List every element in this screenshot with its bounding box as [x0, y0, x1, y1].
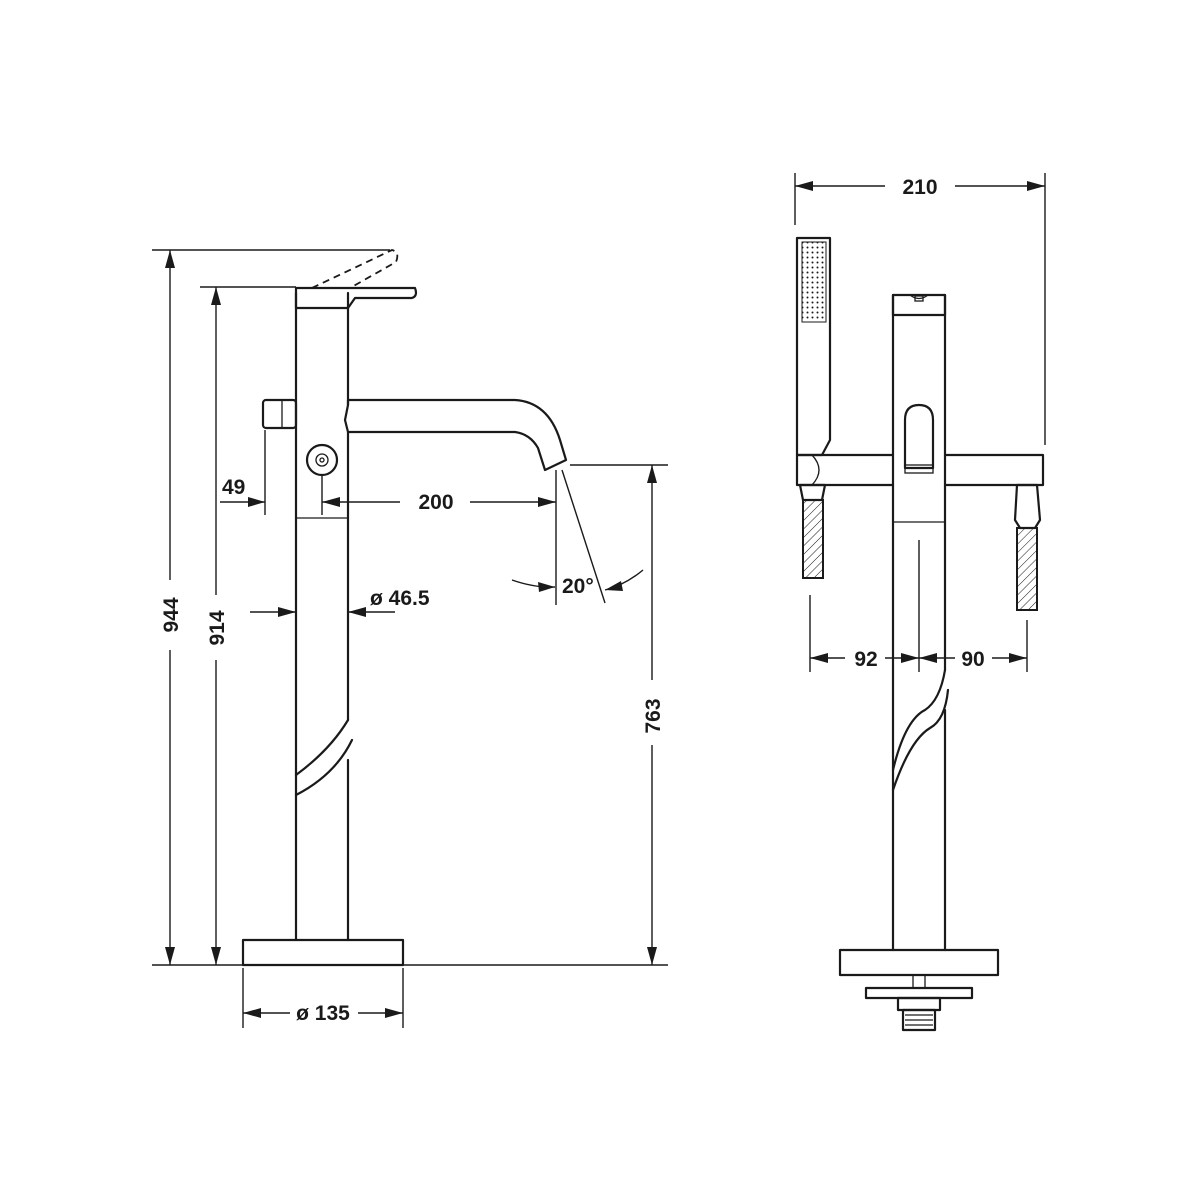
front-crossbar — [795, 453, 1045, 487]
spout-reach-label: 200 — [418, 491, 453, 514]
side-spout — [343, 398, 568, 472]
side-view: 944 914 763 49 — [152, 249, 668, 1028]
front-right-hose — [1013, 483, 1042, 611]
dim-spout-height: 914 — [200, 286, 296, 965]
front-base-plate — [838, 948, 1000, 977]
dim-diverter-offset: 49 — [220, 430, 266, 515]
dim-spout-angle: 20° — [511, 469, 644, 604]
dim-total-height: 944 — [152, 249, 390, 966]
dim-outlet-height: 763 — [403, 464, 668, 966]
spout-angle-label: 20° — [562, 575, 594, 598]
dim-hose-offsets: 92 90 — [809, 540, 1028, 672]
dim-column-diameter: ø 46.5 — [250, 587, 430, 617]
side-lever-handle — [294, 286, 418, 310]
front-spout-outlet — [903, 403, 935, 474]
left-holder-offset-label: 92 — [854, 648, 877, 671]
side-column — [294, 291, 354, 942]
side-button-icon — [305, 443, 339, 477]
front-column — [891, 293, 950, 952]
diverter-offset-label: 49 — [222, 476, 245, 499]
spout-height-label: 914 — [206, 610, 229, 645]
side-lever-raised-dashed — [311, 249, 399, 289]
base-diameter-label: ø 135 — [296, 1002, 350, 1025]
column-diameter-label: ø 46.5 — [370, 587, 430, 610]
front-hand-shower — [795, 236, 832, 457]
front-waste-fitting — [864, 974, 974, 1032]
front-lever — [891, 293, 947, 317]
overall-width-label: 210 — [902, 176, 937, 199]
side-diverter-knob — [261, 398, 298, 430]
side-base-plate — [241, 938, 405, 967]
dim-overall-width: 210 — [794, 173, 1046, 445]
front-view: 210 92 90 — [794, 173, 1046, 1032]
right-holder-offset-label: 90 — [961, 648, 984, 671]
dim-spout-reach: 200 — [321, 470, 557, 605]
front-left-hose — [798, 483, 827, 579]
total-height-label: 944 — [160, 597, 183, 632]
dim-base-diameter: ø 135 — [242, 968, 404, 1028]
outlet-height-label: 763 — [642, 698, 665, 733]
